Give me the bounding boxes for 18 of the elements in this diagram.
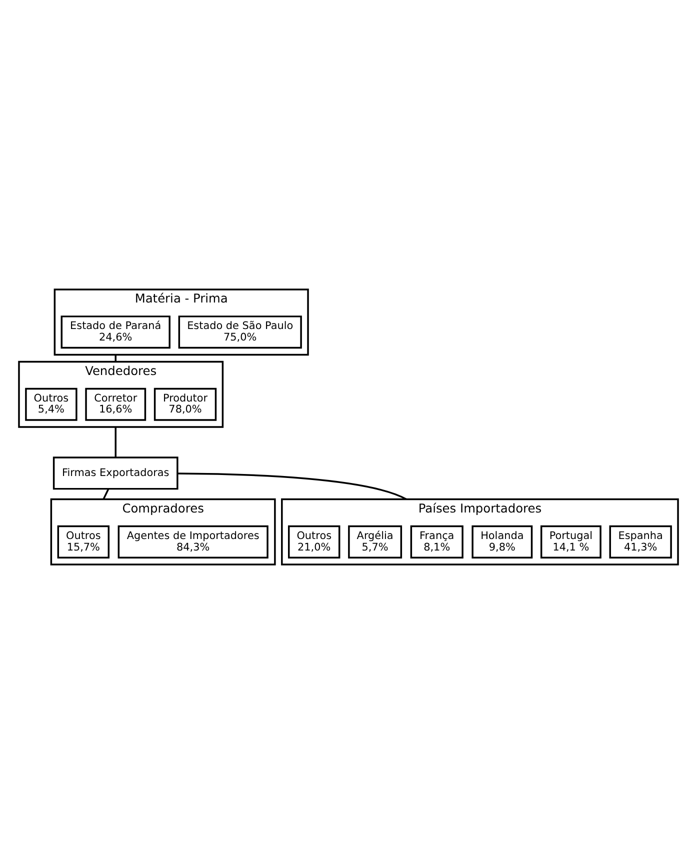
- node-box: Firmas Exportadoras: [52, 456, 178, 490]
- node-box: Agentes de Importadores 84,3%: [118, 525, 268, 558]
- node-box: Outros 5,4%: [25, 388, 78, 421]
- node-box: Corretor 16,6%: [85, 388, 146, 421]
- connector: [114, 427, 116, 458]
- node-box: Estado de São Paulo 75,0%: [178, 316, 302, 349]
- node-box: Estado de Paraná 24,6%: [60, 316, 170, 349]
- node-box: França 8,1%: [410, 525, 464, 558]
- node-box: Holanda 9,8%: [472, 525, 533, 558]
- connector: [102, 488, 110, 500]
- node-box: Espanha 41,3%: [609, 525, 672, 558]
- node-box: Produtor 78,0%: [154, 388, 217, 421]
- node-box: Argélia 5,7%: [348, 525, 402, 558]
- node-box: Portugal 14,1 %: [540, 525, 602, 558]
- node-box: Outros 15,7%: [57, 525, 110, 558]
- node-box: Outros 21,0%: [288, 525, 340, 558]
- connector: [178, 472, 407, 500]
- connector: [114, 354, 116, 362]
